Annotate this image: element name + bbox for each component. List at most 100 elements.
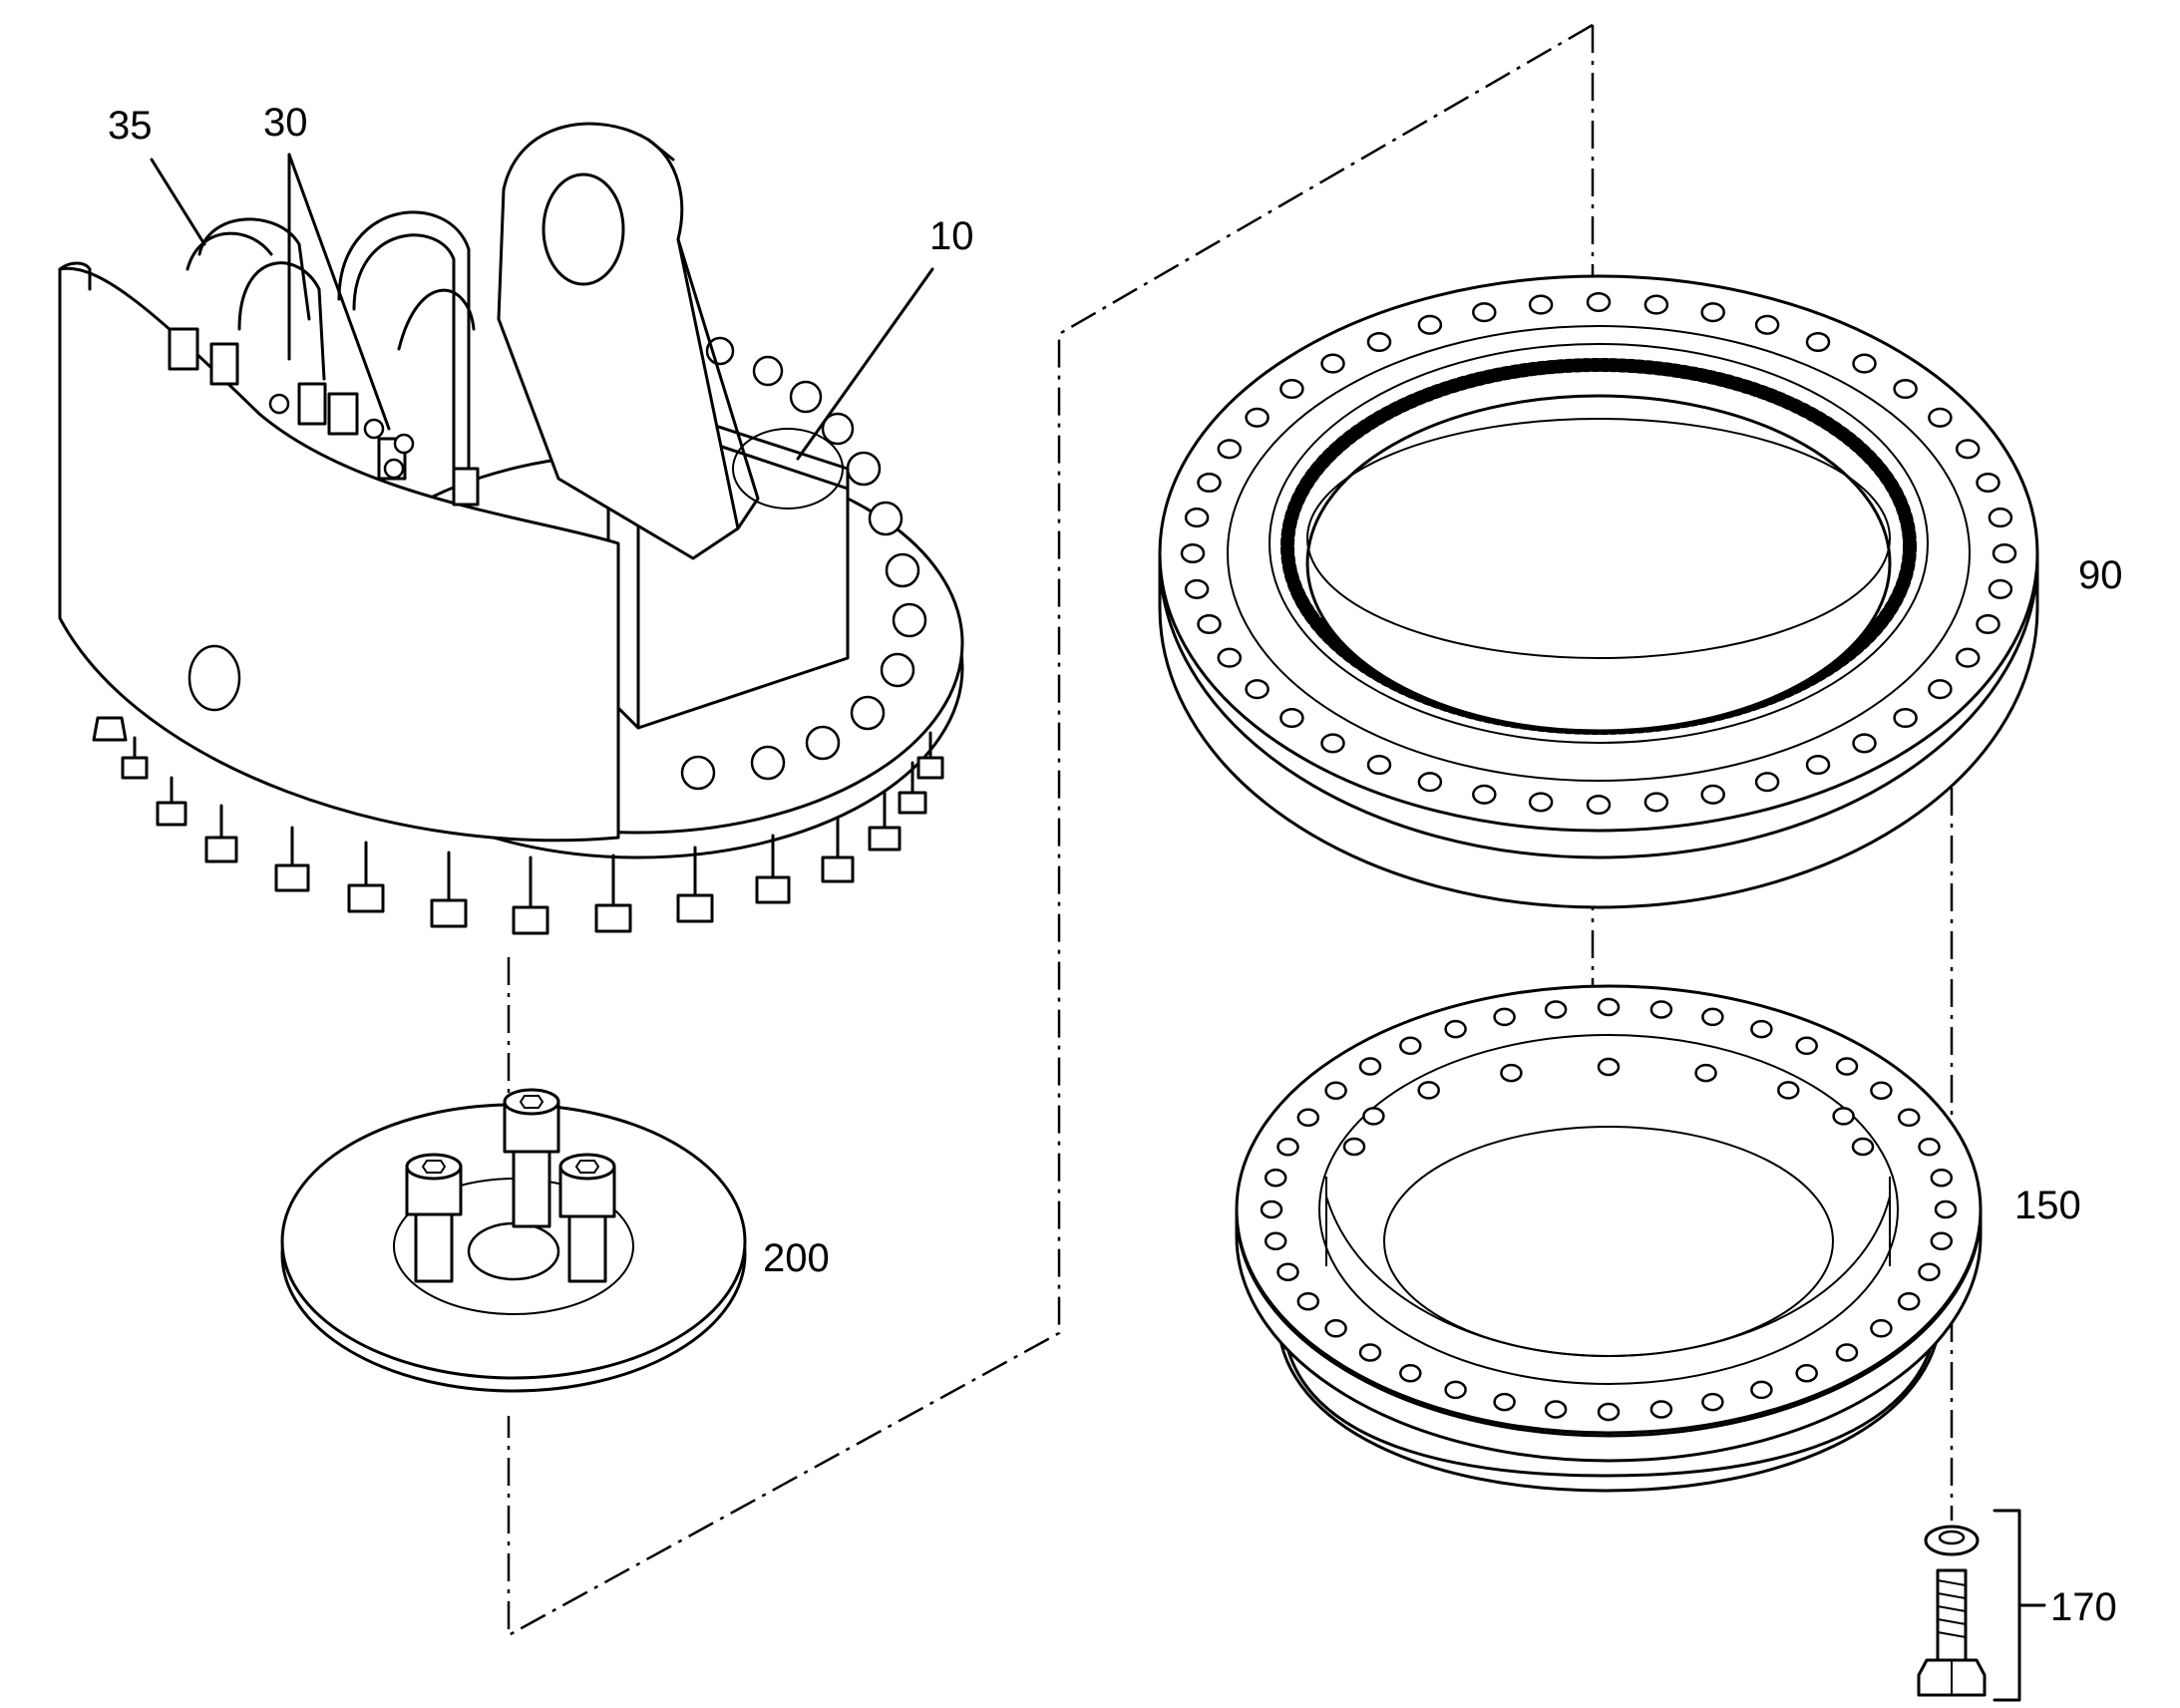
bolt-hole	[1893, 378, 1918, 400]
bolt-hole	[1777, 1081, 1800, 1100]
bolt-hole	[1988, 578, 2013, 599]
bolt-hole	[1366, 331, 1392, 353]
part-200-retainer-plate	[280, 1088, 747, 1393]
housing-150-inner-holes	[1342, 1057, 1875, 1157]
bolt-hole	[1893, 707, 1918, 729]
bolt-hole	[1955, 439, 1981, 460]
bolt-hole	[1988, 508, 2013, 528]
bolt-hole	[1928, 679, 1953, 700]
leader-lines	[150, 153, 934, 461]
bolt-hole	[1754, 772, 1780, 793]
bolt-hole	[1805, 754, 1831, 776]
bolt-hole	[1832, 1107, 1855, 1126]
bolt-hole	[1992, 542, 2017, 564]
bolt-hole	[1279, 378, 1304, 400]
bolt-hole	[1493, 1007, 1516, 1027]
bolt-hole	[1870, 1319, 1893, 1338]
part-10-drive-housing	[58, 122, 964, 935]
bolt-hole	[1700, 302, 1725, 323]
bolt-hole	[1700, 784, 1725, 805]
bolt-hole	[1544, 1000, 1568, 1019]
bolt-hole	[1897, 1291, 1921, 1311]
bolt-hole	[1918, 1262, 1941, 1281]
callout-90: 90	[2078, 553, 2123, 597]
bolt-hole	[1264, 1168, 1287, 1188]
bolt-hole	[1701, 1392, 1724, 1412]
bolt-hole	[1701, 1007, 1724, 1027]
bolt-hole	[1544, 1400, 1568, 1419]
bolt-hole	[1643, 294, 1669, 315]
bolt-hole	[1930, 1231, 1954, 1251]
bolt-hole	[1358, 1343, 1382, 1362]
bolt-hole	[1296, 1108, 1320, 1128]
bolt-hole	[1324, 1319, 1347, 1338]
bolt-hole	[1296, 1291, 1320, 1311]
bolt-hole	[1750, 1019, 1773, 1039]
bolt-hole	[1197, 472, 1222, 494]
bolt-hole	[1444, 1019, 1467, 1039]
bolt-hole	[1795, 1363, 1818, 1383]
assembly-boundary-line	[507, 23, 1594, 1638]
bolt-hole	[1472, 784, 1497, 805]
callout-200: 200	[763, 1236, 830, 1280]
bolt-hole	[1750, 1380, 1773, 1400]
callout-35: 35	[108, 104, 153, 148]
housing-150-bolt-holes	[1260, 997, 1958, 1422]
bolt-hole	[1358, 1057, 1382, 1076]
bolt-hole	[1180, 542, 1206, 564]
bolt-hole	[1918, 1138, 1941, 1157]
bolt-hole	[1928, 407, 1953, 428]
bolt-hole	[1320, 353, 1345, 374]
bolt-hole	[1976, 472, 2000, 494]
bolt-hole	[1276, 1262, 1299, 1281]
bolt-hole	[1754, 314, 1780, 335]
bolt-hole	[1493, 1392, 1516, 1412]
part-170-bolt-washer	[1917, 1509, 2046, 1702]
bolt-hole	[1366, 754, 1392, 776]
bolt-hole	[1649, 1000, 1673, 1019]
bolt-hole	[1217, 439, 1243, 460]
bolt-hole	[1217, 647, 1243, 668]
bolt-hole	[1897, 1108, 1921, 1128]
bolt-hole	[1276, 1138, 1299, 1157]
callout-labels: 35 30 10 90 150 200 170	[108, 101, 2123, 1629]
bolt-hole	[1694, 1063, 1717, 1083]
bolt-hole	[1197, 613, 1222, 635]
bolt-hole	[1320, 733, 1345, 754]
bolt-hole	[1245, 407, 1270, 428]
bolt-hole	[1279, 707, 1304, 729]
bolt-hole	[1342, 1137, 1366, 1157]
ring-90-bolt-holes	[1180, 291, 2017, 816]
bolt-hole	[1417, 314, 1443, 335]
bolt-hole	[1399, 1036, 1422, 1056]
bolt-hole	[1528, 294, 1554, 315]
callout-10: 10	[929, 214, 974, 258]
bolt-hole	[1852, 733, 1877, 754]
bolt-hole	[1324, 1081, 1347, 1100]
callout-170: 170	[2050, 1585, 2117, 1629]
bolt-hole	[1184, 508, 1210, 528]
bolt-hole	[1362, 1107, 1385, 1126]
bolt-hole	[1643, 792, 1669, 813]
bolt-hole	[1444, 1380, 1467, 1400]
bolt-hole	[1597, 997, 1621, 1017]
bolt-hole	[1586, 794, 1612, 816]
bolt-hole	[1528, 792, 1554, 813]
bolt-hole	[1417, 1081, 1440, 1100]
bolt-hole	[1245, 679, 1270, 700]
bolt-hole	[1870, 1081, 1893, 1100]
bolt-hole	[1417, 772, 1443, 793]
bolt-hole	[1472, 302, 1497, 323]
cap-screw-1	[405, 1153, 463, 1283]
part-150-bearing-housing	[1235, 984, 1983, 1493]
cap-screw-3	[558, 1153, 616, 1283]
bolt-hole	[1795, 1036, 1818, 1056]
bolt-hole	[1597, 1057, 1621, 1077]
bolt-hole	[1955, 647, 1981, 668]
bolt-hole	[1399, 1363, 1422, 1383]
bolt-hole	[1930, 1168, 1954, 1188]
bolt-hole	[1835, 1057, 1859, 1076]
bolt-hole	[1805, 331, 1831, 353]
bolt-hole	[1934, 1199, 1958, 1219]
callout-30: 30	[263, 101, 308, 145]
